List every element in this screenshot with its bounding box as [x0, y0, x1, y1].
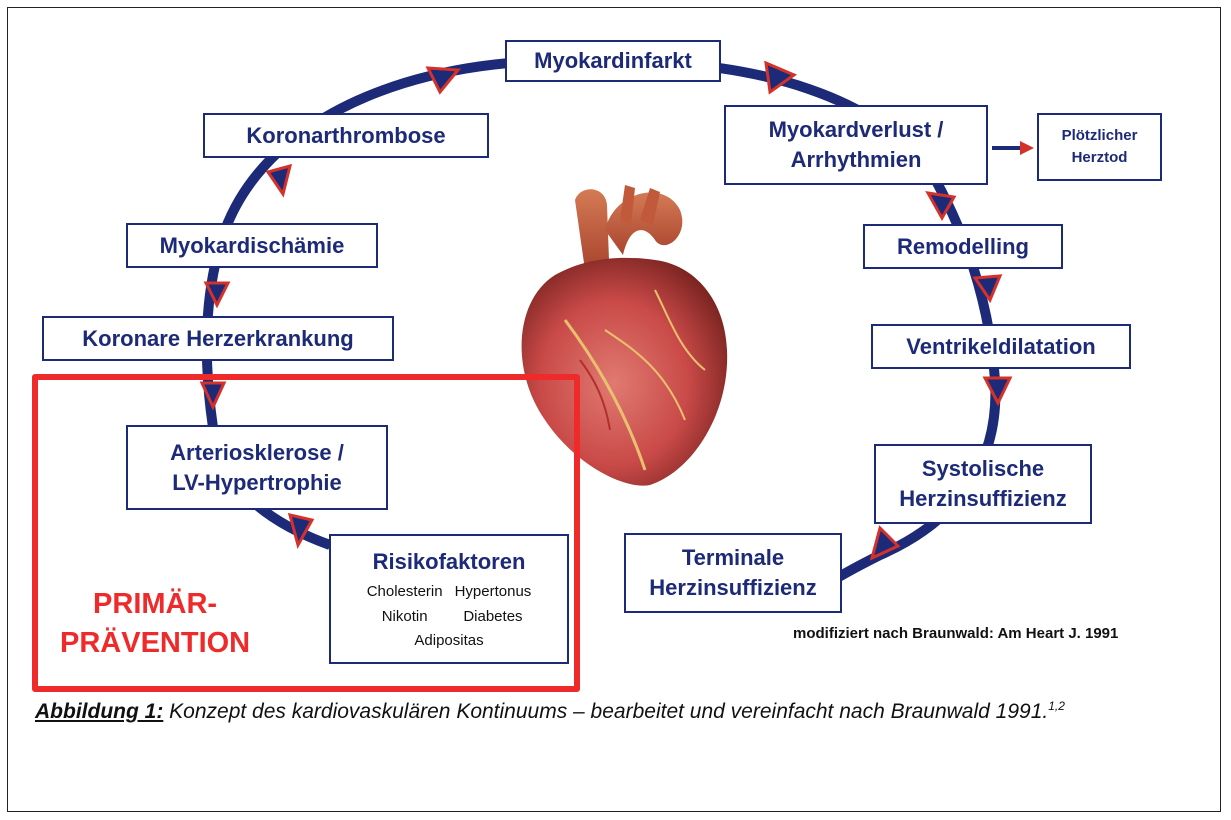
box-label: Koronarthrombose [246, 121, 445, 151]
box-label-line1: Myokardverlust / [769, 115, 944, 145]
arrowhead-icon [985, 378, 1010, 403]
caption-references: 1,2 [1048, 699, 1065, 713]
box-myokardischaemie: Myokardischämie [126, 223, 378, 268]
box-label: Ventrikeldilatation [906, 332, 1096, 362]
box-remodelling: Remodelling [863, 224, 1063, 269]
box-label: Koronare Herzerkrankung [82, 324, 353, 354]
box-myokardverlust: Myokardverlust / Arrhythmien [724, 105, 988, 185]
box-koronare-herzerkrankung: Koronare Herzerkrankung [42, 316, 394, 361]
box-koronarthrombose: Koronarthrombose [203, 113, 489, 158]
primaerpraevention-line1: PRIMÄR- [60, 585, 250, 624]
box-systolische-herzinsuffizienz: Systolische Herzinsuffizienz [874, 444, 1092, 524]
box-terminale-herzinsuffizienz: Terminale Herzinsuffizienz [624, 533, 842, 613]
box-ploetzlicher-herztod: Plötzlicher Herztod [1037, 113, 1162, 181]
box-label-line1: Terminale [682, 543, 784, 573]
primaerpraevention-line2: PRÄVENTION [60, 624, 250, 663]
caption-label: Abbildung 1: [35, 700, 163, 723]
caption-text: Konzept des kardiovaskulären Kontinuums … [163, 700, 1048, 723]
figure-caption: Abbildung 1: Konzept des kardiovaskuläre… [35, 690, 1205, 734]
box-label-line1: Plötzlicher [1062, 125, 1138, 147]
source-citation: modifiziert nach Braunwald: Am Heart J. … [793, 625, 1118, 642]
box-label-line2: Herzinsuffizienz [649, 573, 816, 603]
box-ventrikeldilatation: Ventrikeldilatation [871, 324, 1131, 369]
box-label-line2: Herztod [1072, 147, 1128, 169]
box-label: Myokardinfarkt [534, 46, 692, 76]
box-label: Remodelling [897, 232, 1029, 262]
primaerpraevention-label: PRIMÄR- PRÄVENTION [60, 585, 250, 663]
box-label-line1: Systolische [922, 454, 1044, 484]
box-label: Myokardischämie [160, 231, 345, 261]
arrowhead-icon [268, 166, 290, 194]
box-myokardinfarkt: Myokardinfarkt [505, 40, 721, 82]
arrowhead-icon [428, 68, 458, 92]
arrowhead-icon [1020, 141, 1034, 155]
box-label-line2: Herzinsuffizienz [899, 484, 1066, 514]
box-label-line2: Arrhythmien [791, 145, 922, 175]
